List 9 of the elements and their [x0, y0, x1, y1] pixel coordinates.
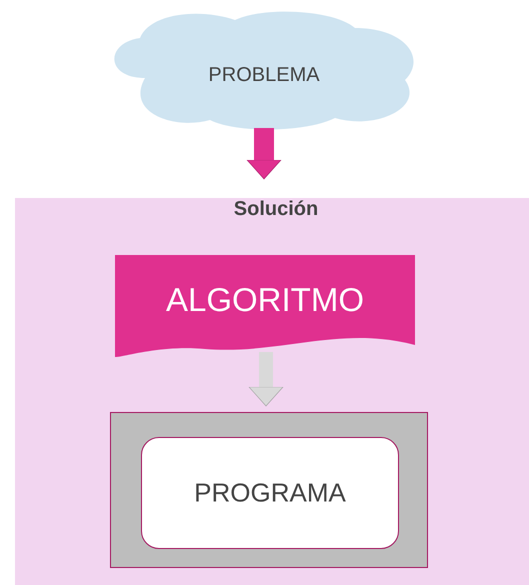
problem-label: PROBLEMA	[208, 64, 320, 87]
program-frame	[110, 412, 428, 568]
panel-heading: Solución	[234, 198, 318, 221]
algorithm-label: ALGORITMO	[166, 281, 364, 319]
block-arrow	[246, 128, 282, 180]
solution-panel	[15, 198, 529, 585]
program-box	[141, 437, 399, 549]
block-arrow	[248, 352, 284, 406]
program-label: PROGRAMA	[194, 478, 346, 508]
